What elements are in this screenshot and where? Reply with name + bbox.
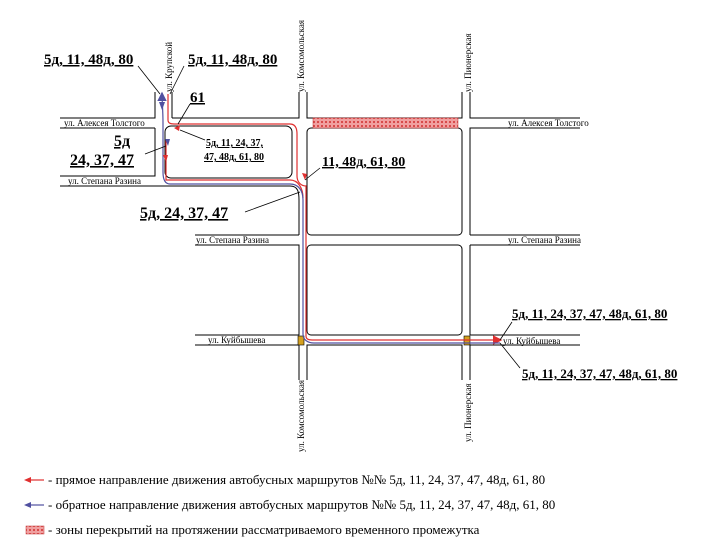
legend-reverse: - обратное направление движения автобусн… xyxy=(24,497,555,512)
legend-closure: - зоны перекрытий на протяжении рассматр… xyxy=(25,522,480,537)
reverse-route xyxy=(157,91,500,344)
legend-forward-text: - прямое направление движения автобусных… xyxy=(48,472,545,487)
closure-zone xyxy=(312,117,459,129)
route-label-11-48d-61-80: 11, 48д, 61, 80 xyxy=(322,155,405,170)
street-kuybysheva-east: ул. Куйбышева xyxy=(503,336,560,346)
legend-reverse-text: - обратное направление движения автобусн… xyxy=(48,497,555,512)
street-kuybysheva-west: ул. Куйбышева xyxy=(208,335,265,345)
arrow-blue-top xyxy=(159,102,165,110)
street-krupskoy: ул. Крупской xyxy=(164,42,174,92)
route-label-center-1: 5д, 11, 24, 37, xyxy=(206,138,264,149)
route-label-top-right: 5д, 11, 48д, 80 xyxy=(188,52,277,68)
arrow-red-left xyxy=(163,155,168,162)
arrow-red-61 xyxy=(174,125,180,131)
street-stepana-razina-west: ул. Степана Разина xyxy=(68,176,141,186)
route-label-east-bottom: 5д, 11, 24, 37, 47, 48д, 61, 80 xyxy=(522,366,677,381)
street-komsomolskaya-south: ул. Комсомольская xyxy=(296,380,306,452)
legend: - прямое направление движения автобусных… xyxy=(24,472,555,537)
route-label-5d-24-37-47: 5д, 24, 37, 47 xyxy=(140,205,228,222)
street-komsomolskaya-north: ул. Комсомольская xyxy=(296,20,306,92)
traffic-light-komsomolskaya xyxy=(297,335,305,346)
arrow-red-mid xyxy=(302,173,307,180)
legend-forward: - прямое направление движения автобусных… xyxy=(24,472,545,487)
street-stepana-razina-east: ул. Степана Разина xyxy=(508,235,581,245)
street-pionerskaya-south: ул. Пионерская xyxy=(463,383,473,442)
street-alexeya-tolstogo-east: ул. Алексея Толстого xyxy=(508,118,589,128)
route-label-east-top: 5д, 11, 24, 37, 47, 48д, 61, 80 xyxy=(512,306,667,321)
route-label-center-2: 47, 48д, 61, 80 xyxy=(204,152,264,163)
street-stepana-razina-center: ул. Степана Разина xyxy=(196,235,269,245)
route-label-5d: 5д xyxy=(114,133,130,150)
street-alexeya-tolstogo-west: ул. Алексея Толстого xyxy=(64,118,145,128)
route-label-61: 61 xyxy=(190,90,205,106)
route-label-top-left: 5д, 11, 48д, 80 xyxy=(44,52,133,68)
route-label-24-37-47: 24, 37, 47 xyxy=(70,152,134,169)
legend-closure-text: - зоны перекрытий на протяжении рассматр… xyxy=(48,522,480,537)
arrow-blue-left xyxy=(165,139,170,146)
label-pointers xyxy=(137,65,521,369)
street-pionerskaya-north: ул. Пионерская xyxy=(463,33,473,92)
